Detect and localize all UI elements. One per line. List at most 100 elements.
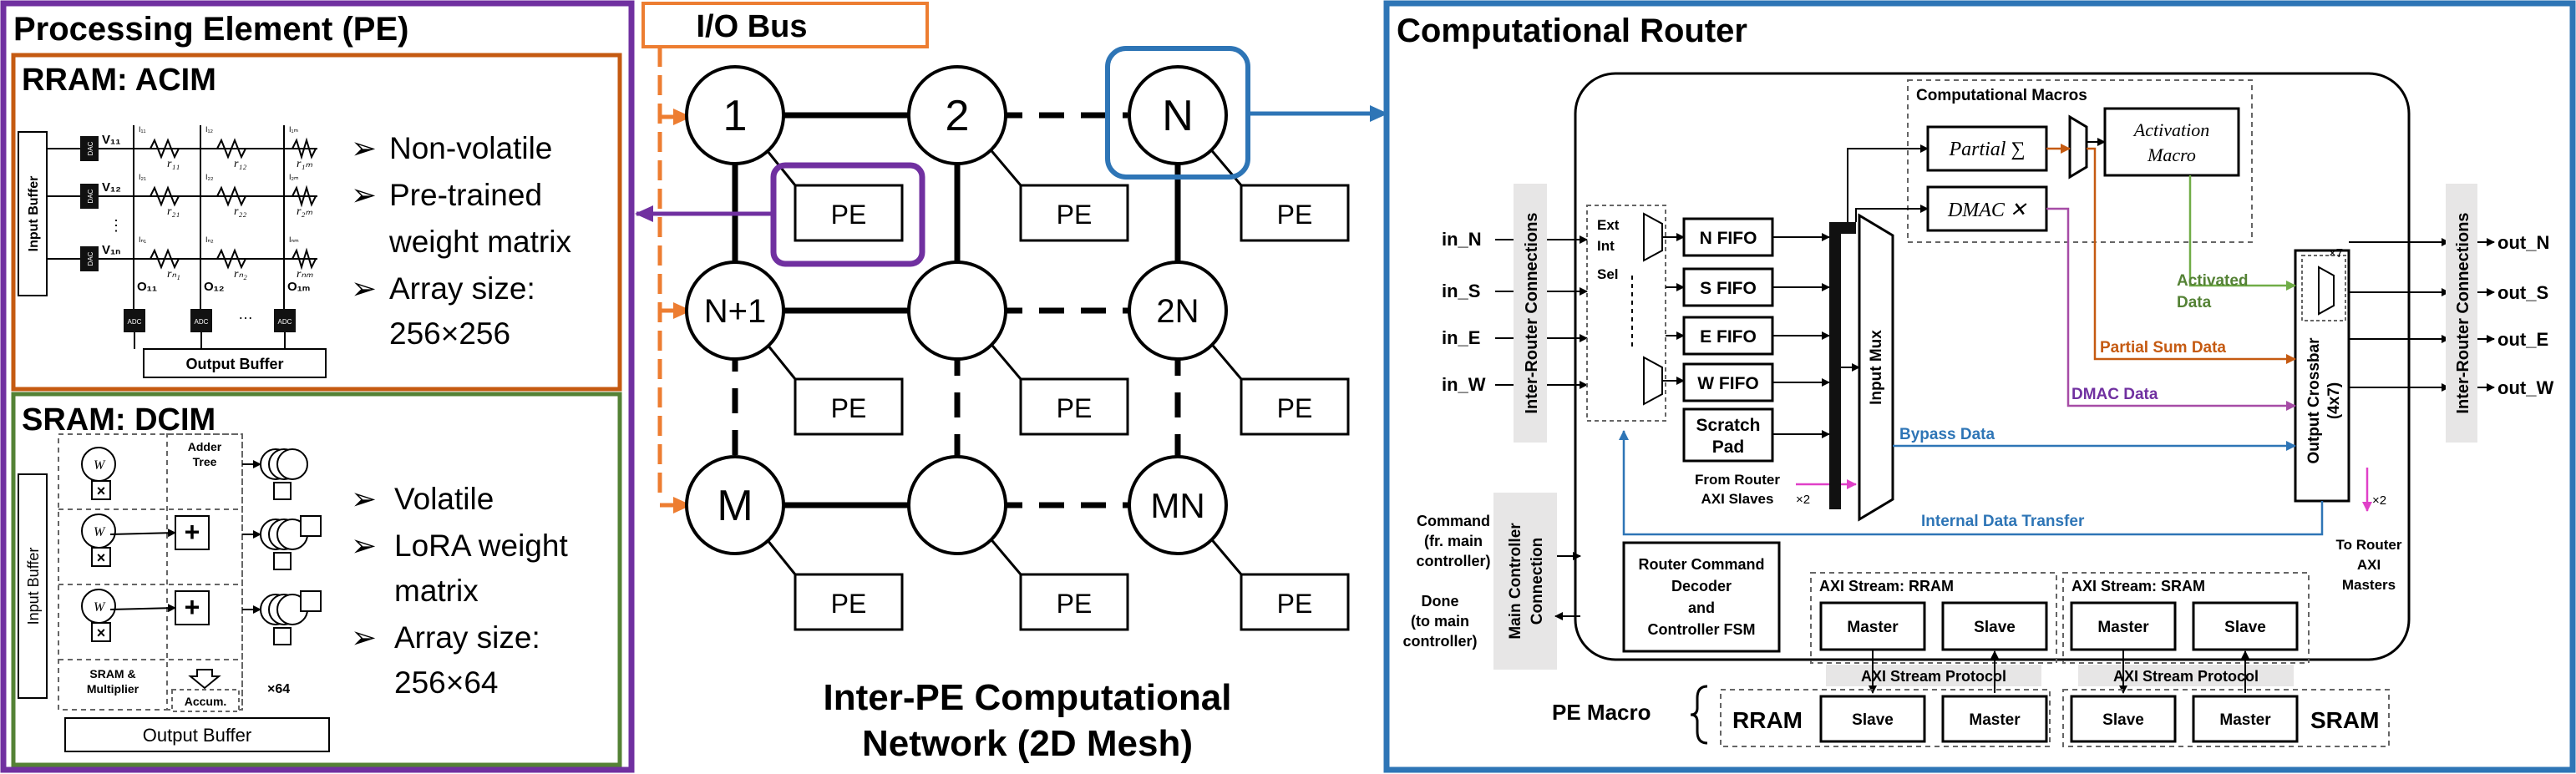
router-title: Computational Router <box>1397 13 1747 49</box>
scratch-pad-label: Scratch <box>1696 416 1760 435</box>
input-port-wires <box>1495 235 1588 389</box>
inter-router-band-right <box>2446 184 2477 443</box>
to-router-label: AXI <box>2357 557 2381 573</box>
sram-cell-row: W × <box>81 447 116 500</box>
bullet-arrow-icon: ➢ <box>351 620 377 655</box>
sram-multiplier <box>273 627 292 645</box>
rram-resistor-label: rₙₘ <box>297 268 313 281</box>
input-port-label: in_N <box>1442 229 1482 250</box>
pe-box[interactable] <box>794 184 904 242</box>
adc-block <box>190 309 212 332</box>
pe-macro-sram-label: SRAM <box>2310 707 2379 733</box>
router-node[interactable] <box>685 65 785 165</box>
pe-box[interactable] <box>1240 377 1350 436</box>
pe-macro-rram-label: RRAM <box>1732 707 1803 733</box>
sram-output-buffer <box>64 717 330 752</box>
accum-box <box>171 689 240 712</box>
scratch-pad-box <box>1682 407 1774 463</box>
router-node[interactable] <box>1128 65 1228 165</box>
to-router-label: Masters <box>2342 577 2396 593</box>
command-label: controller) <box>1416 553 1490 569</box>
sram-multiplier-symbol: × <box>97 483 106 499</box>
pe-box-label: PE <box>1277 200 1313 230</box>
mux-label: Int <box>1597 238 1615 254</box>
router-node[interactable] <box>685 261 785 361</box>
activation-macro-label: Activation <box>2132 119 2209 140</box>
mesh-panel: I/O Bus <box>635 2 1388 764</box>
dac-label: DAC <box>87 251 94 266</box>
router-node[interactable] <box>907 455 1007 555</box>
mesh-links <box>732 112 1181 508</box>
main-controller-label: Main Controller <box>1507 523 1524 640</box>
rram-bullet: Non-volatile <box>389 131 552 165</box>
pe-box[interactable] <box>794 573 904 631</box>
bypass-data-label: Bypass Data <box>1899 426 1995 443</box>
x7-label: ×7 <box>2329 246 2343 261</box>
pe-master-label: Master <box>1969 711 2021 729</box>
router-node-label: N+1 <box>704 293 767 330</box>
pe-box[interactable] <box>1019 184 1129 242</box>
sram-multiplier-symbol: × <box>97 625 106 641</box>
activated-data-label: Activated <box>2177 272 2249 290</box>
output-port-wires <box>2349 238 2495 392</box>
bullet-arrow-icon: ➢ <box>351 178 377 212</box>
mesh-nodes: 1 2 N N+1 2N M MN <box>685 65 1228 555</box>
router-node[interactable] <box>685 455 785 555</box>
rram-acim-section: RRAM: ACIM Input Buffer <box>11 53 622 392</box>
activation-macro-box <box>2103 107 2240 177</box>
rram-resistor-label: rₙ₁ <box>167 268 180 281</box>
adder-node <box>300 515 322 537</box>
fifo-blocks: N FIFO S FIFO E FIFO W FIFO Scratch Pad <box>1682 217 1774 463</box>
rram-row-input: V₁₂ <box>102 180 121 195</box>
pe-box[interactable] <box>1240 573 1350 631</box>
resistor-symbol <box>292 247 317 271</box>
rram-current-label: Iₙ₁ <box>139 235 146 244</box>
output-port-label: out_E <box>2497 329 2548 350</box>
bullet-arrow-icon: ➢ <box>351 529 377 563</box>
io-bus-label: I/O Bus <box>696 9 807 44</box>
fifo-label: E FIFO <box>1700 327 1757 347</box>
comp-macros-region <box>1907 79 2253 243</box>
pe-box[interactable] <box>1240 184 1350 242</box>
sram-cell-row: W × <box>81 589 116 642</box>
pe-box[interactable] <box>1019 573 1129 631</box>
resistor-symbol <box>150 185 180 207</box>
pe-box-label: PE <box>1277 589 1313 619</box>
dac-label: DAC <box>87 189 94 203</box>
pe-box[interactable] <box>794 377 904 436</box>
router-panel: Computational Router Inter-Router Connec… <box>1383 0 2576 773</box>
adder-plus: + <box>185 592 200 622</box>
pe-master-box <box>1941 695 2048 743</box>
activation-macro-label: Macro <box>2147 144 2196 165</box>
router-node-label: MN <box>1150 486 1204 525</box>
pe-box-label: PE <box>1057 589 1093 619</box>
rram-current-label: Iₙ₂ <box>205 235 214 244</box>
sram-bullet: Volatile <box>394 482 494 516</box>
rram-current-label: I₂₁ <box>139 173 146 181</box>
pe-macro-brace-icon <box>1690 685 1708 745</box>
io-bus-box <box>641 2 929 48</box>
rram-input-buffer <box>18 131 48 296</box>
pe-box[interactable] <box>1019 377 1129 436</box>
adder-tree-label: Tree <box>193 455 217 468</box>
axi-slave-box <box>1941 601 2048 651</box>
router-node[interactable] <box>1128 261 1228 361</box>
input-mux-block <box>1858 213 1894 522</box>
router-node[interactable] <box>907 65 1007 165</box>
router-node[interactable] <box>1128 455 1228 555</box>
rram-title: RRAM: ACIM <box>22 63 216 98</box>
axi-master-label: Master <box>1847 619 1899 636</box>
pe-box-label: PE <box>831 589 867 619</box>
partial-sum-label: Partial ∑ <box>1948 139 2025 160</box>
cmd-decoder-label: Decoder <box>1671 578 1732 594</box>
rram-resistor-label: r₂ₘ <box>297 205 312 218</box>
sram-input-buffer <box>18 473 48 699</box>
resistor-symbol <box>150 138 180 159</box>
x2-out-label: ×2 <box>2372 493 2386 508</box>
router-node[interactable] <box>907 261 1007 361</box>
comp-macros-label: Computational Macros <box>1916 87 2087 104</box>
router-panel-border <box>1383 0 2576 773</box>
rram-resistor-label: r₂₁ <box>167 205 180 218</box>
sram-weight-label: W <box>94 600 106 615</box>
axi-master-label: Master <box>2097 619 2149 636</box>
